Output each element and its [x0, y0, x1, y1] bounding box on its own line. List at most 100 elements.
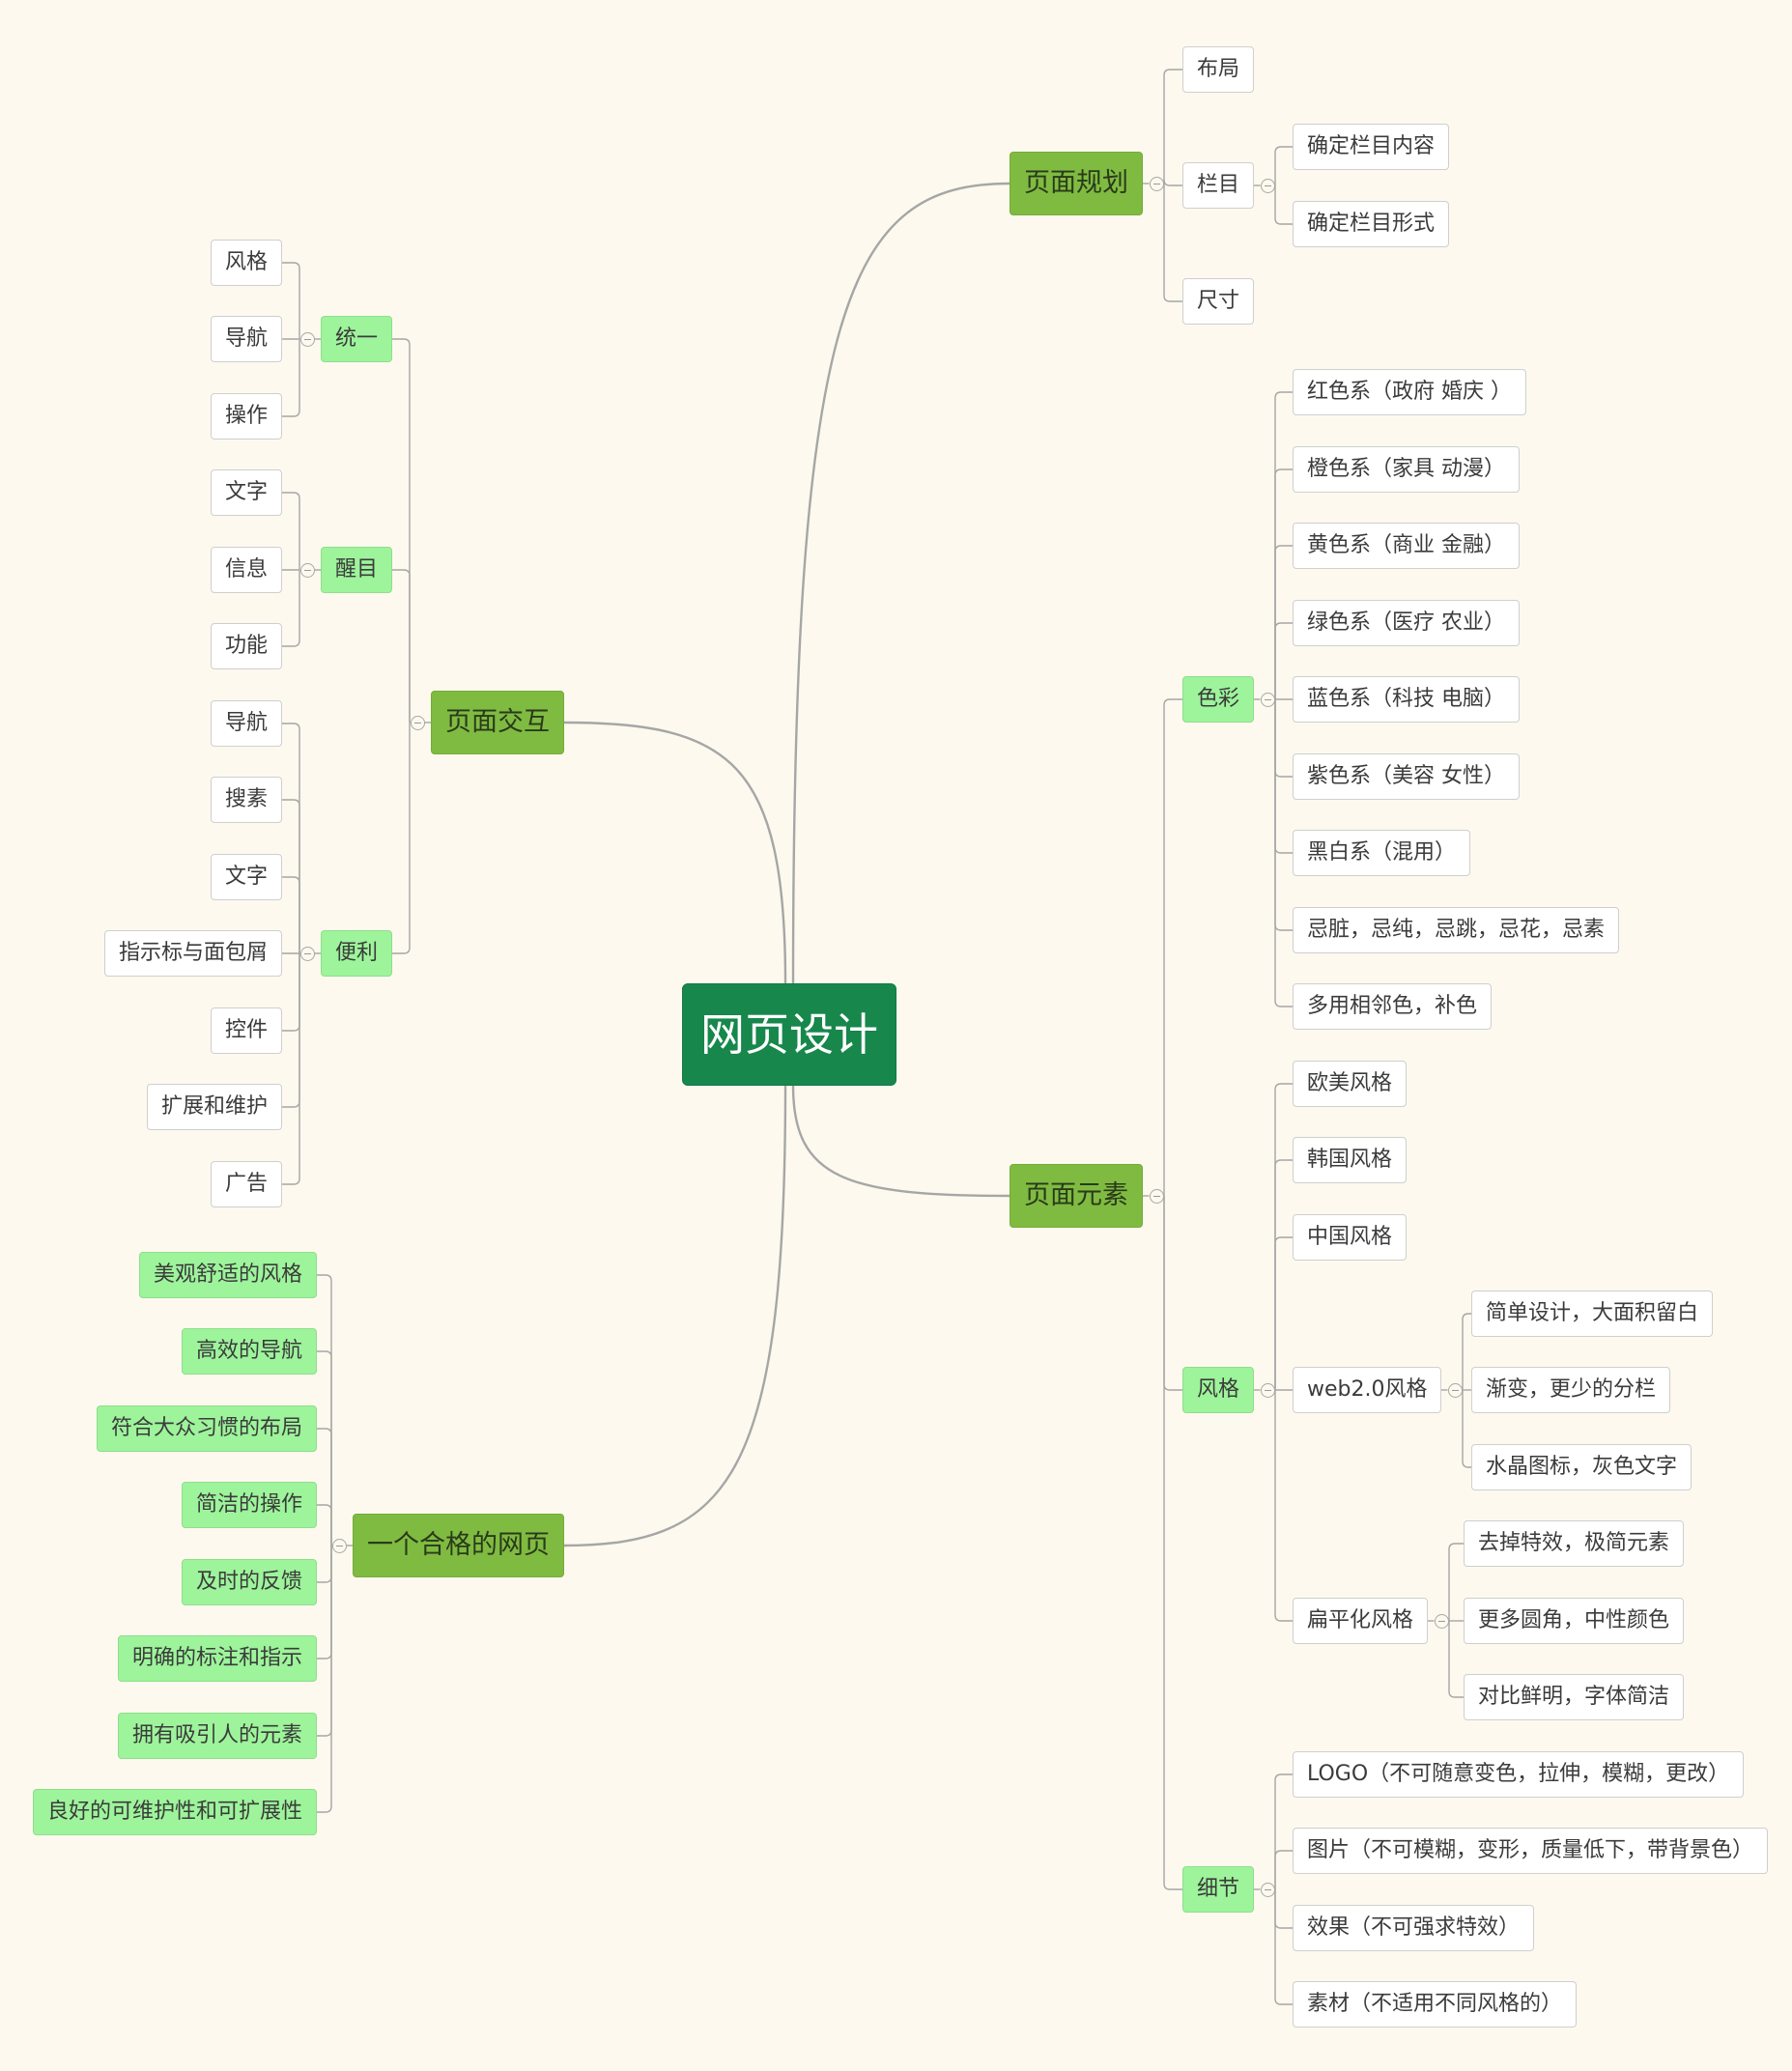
- leaf-color-green[interactable]: 绿色系（医疗 农业）: [1293, 600, 1520, 646]
- connector: [282, 876, 300, 953]
- topic-detail-collapse-toggle[interactable]: [1260, 1882, 1275, 1897]
- branch-page-elements[interactable]: 页面元素: [1010, 1164, 1143, 1228]
- connector: [1462, 1390, 1471, 1468]
- leaf-color-orange[interactable]: 橙色系（家具 动漫）: [1293, 446, 1520, 493]
- topic-style[interactable]: 风格: [1182, 1367, 1255, 1413]
- leaf-conv-ads[interactable]: 广告: [210, 1161, 282, 1207]
- branch-page-planning[interactable]: 页面规划: [1010, 152, 1143, 215]
- connector: [282, 953, 300, 1032]
- leaf-web2-simple[interactable]: 简单设计，大面积留白: [1471, 1291, 1714, 1337]
- topic-column[interactable]: 栏目: [1182, 162, 1255, 209]
- branch-page-elements-collapse-toggle[interactable]: [1149, 1188, 1164, 1204]
- connector: [392, 723, 411, 954]
- leaf-good-operation[interactable]: 简洁的操作: [181, 1482, 317, 1528]
- leaf-color-avoid[interactable]: 忌脏，忌纯，忌跳，忌花，忌素: [1293, 907, 1620, 953]
- leaf-unify-nav[interactable]: 导航: [210, 316, 282, 362]
- connector: [1462, 1313, 1471, 1390]
- leaf-color-blue[interactable]: 蓝色系（科技 电脑）: [1293, 676, 1520, 723]
- branch-page-interaction-collapse-toggle[interactable]: [410, 715, 425, 730]
- leaf-conv-nav[interactable]: 导航: [210, 700, 282, 747]
- connector: [317, 1504, 332, 1546]
- topic-web2-style-collapse-toggle[interactable]: [1447, 1382, 1463, 1398]
- connector: [282, 492, 300, 570]
- connector: [317, 1546, 332, 1660]
- leaf-conv-controls[interactable]: 控件: [210, 1007, 282, 1054]
- connector: [1274, 1889, 1293, 2005]
- topic-style-collapse-toggle[interactable]: [1260, 1382, 1275, 1398]
- connector: [1274, 1083, 1293, 1390]
- leaf-conv-search[interactable]: 搜素: [210, 777, 282, 823]
- topic-flat-style[interactable]: 扁平化风格: [1293, 1598, 1429, 1644]
- leaf-style-chinese[interactable]: 中国风格: [1293, 1214, 1408, 1261]
- connector: [1274, 1889, 1293, 1929]
- topic-convenience-collapse-toggle[interactable]: [299, 946, 315, 961]
- leaf-layout[interactable]: 布局: [1182, 46, 1255, 93]
- topic-unify-collapse-toggle[interactable]: [299, 331, 315, 347]
- topic-unify[interactable]: 统一: [320, 316, 392, 362]
- connector: [1448, 1621, 1464, 1698]
- branch-qualified-webpage-collapse-toggle[interactable]: [331, 1538, 347, 1553]
- leaf-detail-image[interactable]: 图片（不可模糊，变形，质量低下，带背景色）: [1293, 1828, 1769, 1874]
- leaf-size[interactable]: 尺寸: [1182, 278, 1255, 325]
- connector: [282, 723, 300, 953]
- leaf-eye-text[interactable]: 文字: [210, 469, 282, 516]
- connector: [1163, 179, 1182, 186]
- connector: [1274, 146, 1293, 185]
- connector: [1274, 699, 1293, 1007]
- connector: [282, 799, 300, 953]
- topic-convenience[interactable]: 便利: [320, 930, 392, 977]
- connector: [1274, 699, 1293, 778]
- connector: [1163, 69, 1182, 184]
- topic-detail[interactable]: 细节: [1182, 1866, 1255, 1913]
- leaf-column-content[interactable]: 确定栏目内容: [1293, 124, 1450, 170]
- leaf-style-korean[interactable]: 韩国风格: [1293, 1137, 1408, 1183]
- leaf-good-maintainable[interactable]: 良好的可维护性和可扩展性: [32, 1789, 317, 1835]
- connector: [282, 262, 300, 339]
- leaf-flat-contrast[interactable]: 对比鲜明，字体简洁: [1464, 1674, 1685, 1720]
- leaf-flat-rounded[interactable]: 更多圆角，中性颜色: [1464, 1598, 1685, 1644]
- leaf-conv-breadcrumb[interactable]: 指示标与面包屑: [103, 930, 282, 977]
- topic-color-collapse-toggle[interactable]: [1260, 692, 1275, 707]
- branch-page-planning-collapse-toggle[interactable]: [1149, 176, 1164, 191]
- leaf-conv-maintenance[interactable]: 扩展和维护: [146, 1084, 282, 1130]
- branch-page-interaction[interactable]: 页面交互: [431, 691, 564, 754]
- branch-qualified-webpage[interactable]: 一个合格的网页: [353, 1514, 564, 1577]
- topic-eye-catching-collapse-toggle[interactable]: [299, 562, 315, 578]
- leaf-color-purple[interactable]: 紫色系（美容 女性）: [1293, 753, 1520, 800]
- leaf-good-layout[interactable]: 符合大众习惯的布局: [96, 1405, 317, 1452]
- leaf-color-adjacent[interactable]: 多用相邻色，补色: [1293, 983, 1493, 1030]
- leaf-eye-function[interactable]: 功能: [210, 623, 282, 669]
- leaf-detail-material[interactable]: 素材（不适用不同风格的）: [1293, 1981, 1578, 2028]
- topic-web2-style[interactable]: web2.0风格: [1293, 1367, 1442, 1413]
- leaf-good-attractive[interactable]: 拥有吸引人的元素: [117, 1713, 317, 1759]
- leaf-good-labeling[interactable]: 明确的标注和指示: [117, 1635, 317, 1682]
- leaf-good-feedback[interactable]: 及时的反馈: [181, 1559, 317, 1605]
- connector: [1163, 184, 1182, 302]
- topic-column-collapse-toggle[interactable]: [1260, 178, 1275, 193]
- leaf-color-yellow[interactable]: 黄色系（商业 金融）: [1293, 523, 1520, 569]
- leaf-eye-info[interactable]: 信息: [210, 547, 282, 593]
- leaf-web2-gradient[interactable]: 渐变，更少的分栏: [1471, 1367, 1671, 1413]
- leaf-web2-crystal[interactable]: 水晶图标，灰色文字: [1471, 1444, 1692, 1490]
- leaf-column-form[interactable]: 确定栏目形式: [1293, 201, 1450, 247]
- connector: [392, 338, 411, 723]
- leaf-style-western[interactable]: 欧美风格: [1293, 1061, 1408, 1107]
- leaf-good-style[interactable]: 美观舒适的风格: [138, 1252, 317, 1298]
- topic-color[interactable]: 色彩: [1182, 676, 1255, 723]
- topic-eye-catching[interactable]: 醒目: [320, 547, 392, 593]
- leaf-detail-logo[interactable]: LOGO（不可随意变色，拉伸，模糊，更改）: [1293, 1751, 1745, 1798]
- leaf-conv-text[interactable]: 文字: [210, 854, 282, 900]
- root-topic[interactable]: 网页设计: [682, 983, 896, 1086]
- leaf-color-red[interactable]: 红色系（政府 婚庆 ）: [1293, 369, 1526, 415]
- leaf-detail-effect[interactable]: 效果（不可强求特效）: [1293, 1905, 1535, 1951]
- root-connector: [791, 1085, 1010, 1198]
- leaf-color-bw[interactable]: 黑白系（混用）: [1293, 830, 1471, 876]
- connector: [1448, 1543, 1464, 1621]
- leaf-good-nav[interactable]: 高效的导航: [181, 1328, 317, 1375]
- root-connector: [791, 182, 1010, 984]
- connector: [317, 1274, 332, 1546]
- leaf-unify-operation[interactable]: 操作: [210, 393, 282, 440]
- topic-flat-style-collapse-toggle[interactable]: [1434, 1613, 1449, 1629]
- leaf-flat-minimal[interactable]: 去掉特效，极简元素: [1464, 1520, 1685, 1567]
- leaf-unify-style[interactable]: 风格: [210, 240, 282, 286]
